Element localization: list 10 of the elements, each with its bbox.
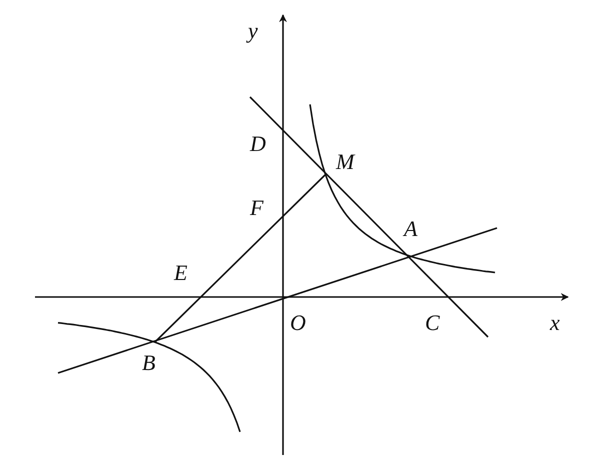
axis-label: y [248,20,258,42]
point-label: B [142,352,156,374]
point-label: O [290,312,306,334]
point-label: E [174,262,188,284]
point-label: C [425,312,440,334]
point-label: M [336,151,354,173]
point-label: F [250,197,264,219]
axis-label: x [550,312,560,334]
point-label: A [404,218,418,240]
point-label: D [250,133,266,155]
